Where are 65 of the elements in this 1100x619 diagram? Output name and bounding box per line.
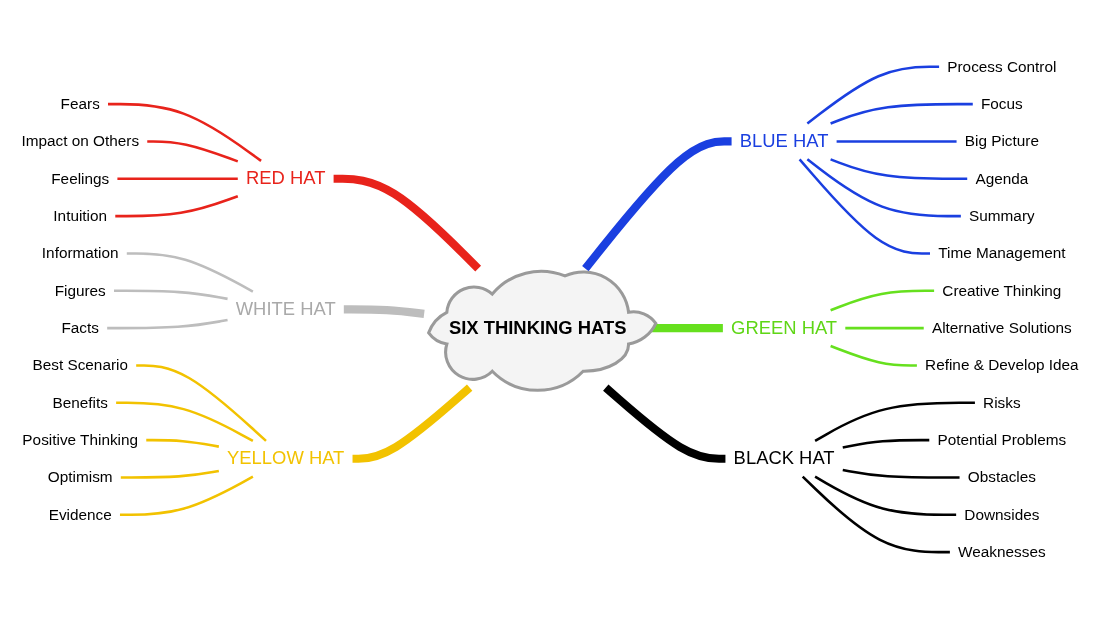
connector — [136, 364, 267, 442]
connector — [842, 468, 960, 479]
node-text: Impact on Others — [21, 132, 140, 150]
connector — [801, 475, 950, 554]
node-text: Best Scenario — [32, 356, 128, 374]
connector — [845, 326, 924, 330]
connector — [119, 475, 254, 517]
connector — [603, 384, 726, 463]
connector — [582, 137, 732, 272]
connector — [814, 475, 957, 517]
connector — [814, 401, 975, 443]
node-text: Feelings — [51, 169, 110, 187]
connector — [830, 158, 968, 181]
node-text: Creative Thinking — [942, 281, 1062, 299]
connector — [830, 344, 917, 367]
node-text: Intuition — [53, 206, 108, 225]
connector — [836, 140, 957, 143]
connector — [147, 140, 239, 163]
connector — [798, 158, 930, 255]
node-text: Optimism — [47, 468, 113, 486]
node-text: Obstacles — [967, 468, 1036, 486]
connector — [651, 324, 723, 333]
node-text: Big Picture — [964, 132, 1039, 150]
node-text: YELLOW HAT — [227, 448, 345, 469]
mind-map: SIX THINKING HATS RED HAT Fears Impact on Others Feelings Intuition BLUE HAT Process Control Focus Big Picture Agenda Summary Time Management WHITE HAT Information Figures Facts GREEN HAT Creative Thinking Alternative Solutions Refine & Develop Idea YELLOW HAT Best Scenario Benefits Positive Thinking Optimism Evidence BLACK HAT Risks Potential Problems Obstacles Downsides Weaknesses — [5, 43, 1095, 576]
node-text: Downsides — [964, 505, 1040, 523]
node-text: RED HAT — [245, 168, 326, 189]
connector — [116, 401, 254, 443]
connector — [343, 305, 425, 319]
node-text: Potential Problems — [937, 430, 1067, 449]
node-text: Weaknesses — [958, 542, 1046, 561]
connector — [830, 102, 973, 125]
node-text: Positive Thinking — [22, 430, 139, 449]
node-text: BLUE HAT — [739, 130, 829, 152]
node-text: Process Control — [947, 57, 1057, 75]
node-text: Summary — [969, 206, 1035, 225]
connector — [115, 195, 239, 218]
connector — [352, 384, 473, 463]
connector — [146, 438, 220, 448]
node-text: BLACK HAT — [733, 448, 835, 469]
connector — [806, 65, 940, 125]
node-text: Time Management — [938, 244, 1066, 262]
connector — [333, 174, 482, 272]
connector — [120, 469, 220, 479]
node-text: Refine & Develop Idea — [925, 356, 1079, 374]
node-text: Agenda — [975, 169, 1029, 187]
connector — [108, 102, 262, 162]
connector — [126, 252, 254, 293]
node-text: Fears — [60, 94, 100, 113]
node-text: WHITE HAT — [235, 298, 336, 320]
node-text: Facts — [61, 318, 99, 337]
node-text: Alternative Solutions — [931, 318, 1072, 337]
connector — [107, 318, 228, 330]
node-text: Benefits — [52, 393, 108, 411]
node-text: Figures — [54, 281, 106, 299]
node-text: GREEN HAT — [731, 317, 838, 338]
node-text: Focus — [980, 94, 1023, 113]
connector — [806, 158, 961, 218]
connector — [830, 289, 935, 312]
node-text: Information — [41, 244, 119, 262]
connector — [842, 438, 930, 449]
connector — [114, 289, 228, 301]
connector — [117, 177, 238, 181]
node-text: Evidence — [48, 505, 112, 523]
node-text: Risks — [983, 393, 1021, 411]
